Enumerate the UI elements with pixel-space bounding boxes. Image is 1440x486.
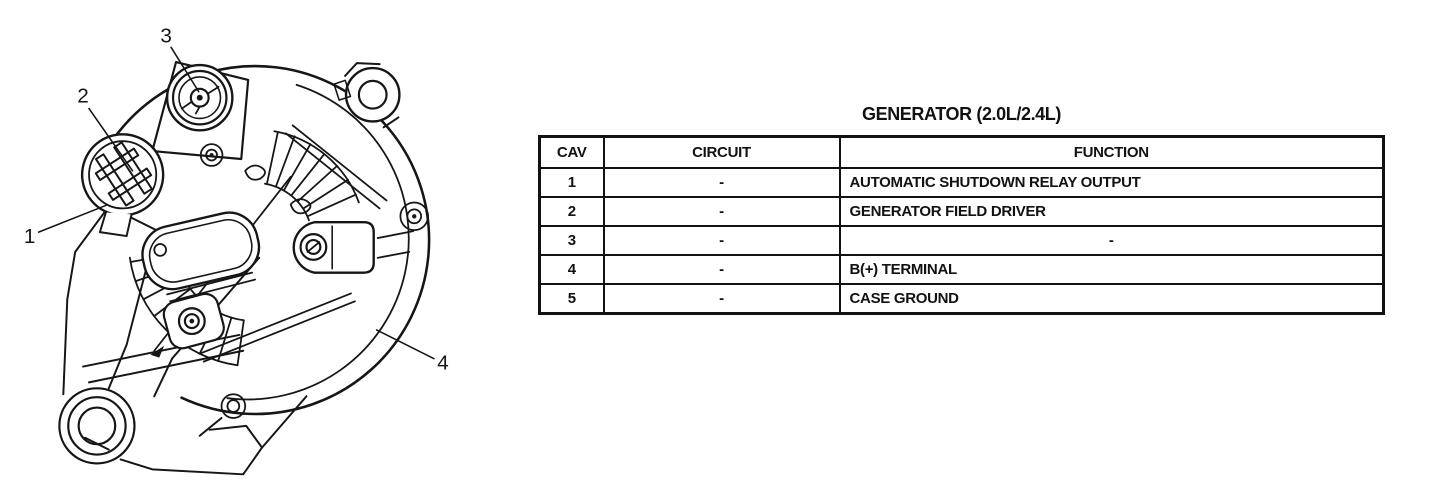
right-bolt-ring xyxy=(399,201,429,232)
leader-3 xyxy=(170,46,200,93)
col-header-circuit: CIRCUIT xyxy=(602,135,841,169)
function-cell: AUTOMATIC SHUTDOWN RELAY OUTPUT xyxy=(838,167,1385,198)
callout-labels: 1 2 3 4 xyxy=(24,24,449,374)
generator-diagram: 1 2 3 4 xyxy=(24,24,449,476)
col-header-cav: CAV xyxy=(538,135,605,169)
leader-1 xyxy=(37,204,107,233)
function-cell: B(+) TERMINAL xyxy=(838,254,1385,285)
leader-4 xyxy=(375,329,435,360)
top-boss-plate xyxy=(151,61,250,161)
table-title: GENERATOR (2.0L/2.4L) xyxy=(862,104,1061,124)
callout-leaders xyxy=(37,46,435,360)
callout-2: 2 xyxy=(77,85,89,108)
field-connector xyxy=(80,133,165,238)
table-row: 3-- xyxy=(538,225,1385,256)
table-row: 2-GENERATOR FIELD DRIVER xyxy=(538,196,1385,227)
lower-bolt-ear xyxy=(162,292,225,350)
callout-4: 4 xyxy=(437,352,449,375)
regulator-plate xyxy=(141,211,261,291)
cav-cell: 4 xyxy=(538,254,605,285)
table-row: 5-CASE GROUND xyxy=(538,283,1385,315)
cav-cell: 1 xyxy=(538,167,605,198)
function-cell: CASE GROUND xyxy=(838,283,1385,315)
boss-bolt xyxy=(199,143,224,167)
top-right-ear xyxy=(333,62,401,129)
cav-cell: 3 xyxy=(538,225,605,256)
circuit-cell: - xyxy=(602,167,841,198)
casting-slots xyxy=(244,164,312,215)
table-row: 4-B(+) TERMINAL xyxy=(538,254,1385,285)
circuit-cell: - xyxy=(602,196,841,227)
pinout-table: CAV CIRCUIT FUNCTION 1-AUTOMATIC SHUTDOW… xyxy=(538,135,1385,315)
upper-cooling-fins xyxy=(264,124,388,222)
function-cell: GENERATOR FIELD DRIVER xyxy=(838,196,1385,227)
col-header-function: FUNCTION xyxy=(838,135,1385,169)
bracket-bolt-ring xyxy=(220,393,247,419)
leader-2 xyxy=(88,107,134,172)
cav-cell: 2 xyxy=(538,196,605,227)
table-header-row: CAV CIRCUIT FUNCTION xyxy=(538,135,1385,169)
bplus-terminal-block xyxy=(292,221,415,274)
circuit-cell: - xyxy=(602,254,841,285)
circuit-cell: - xyxy=(602,283,841,315)
circuit-cell: - xyxy=(602,225,841,256)
generator-figure: 1 2 3 4 xyxy=(6,0,520,486)
function-cell: - xyxy=(838,225,1385,256)
callout-3: 3 xyxy=(160,24,172,47)
cav-cell: 5 xyxy=(538,283,605,315)
callout-1: 1 xyxy=(24,225,36,248)
mount-bushing xyxy=(58,387,136,465)
table-row: 1-AUTOMATIC SHUTDOWN RELAY OUTPUT xyxy=(538,167,1385,198)
